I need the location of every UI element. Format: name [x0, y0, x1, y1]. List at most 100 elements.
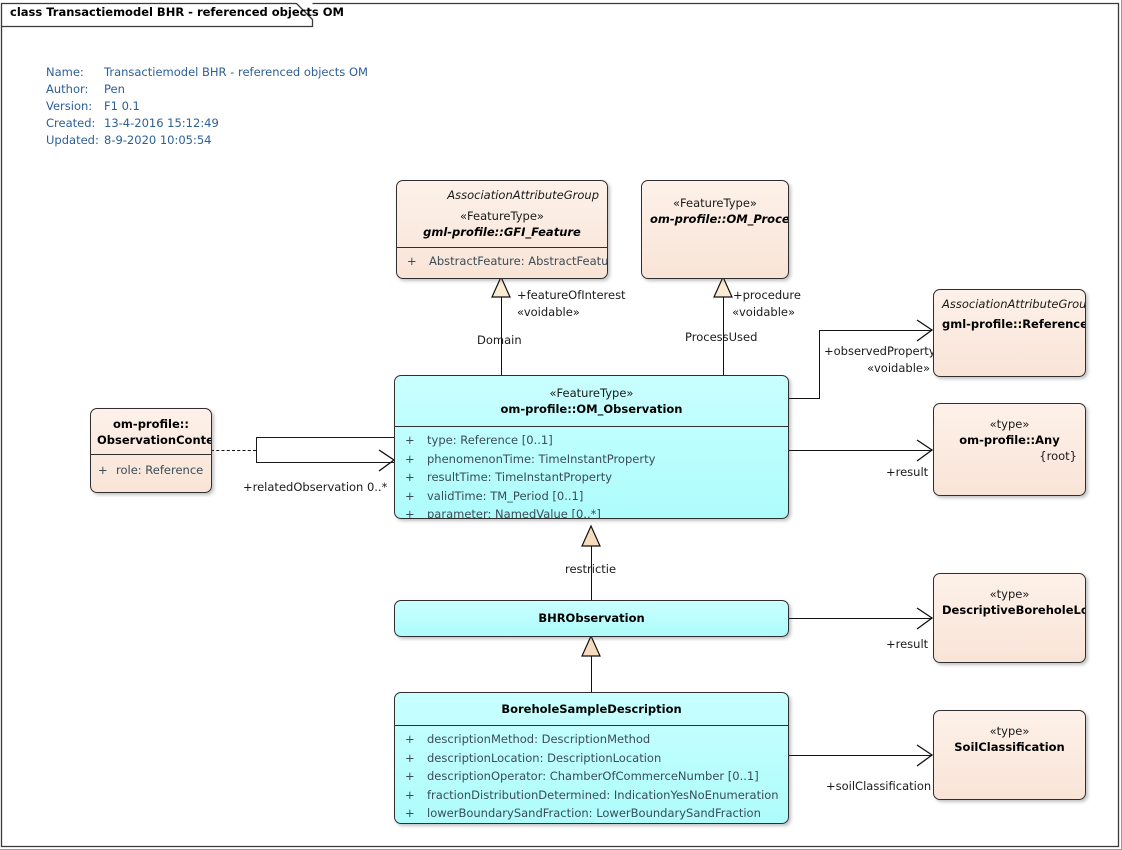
connector-featureofinterest-line — [501, 292, 502, 375]
class-gml-reference-header: AssociationAttributeGroup gml-profile::R… — [934, 290, 1085, 339]
connector-generalization-bsd-line — [591, 637, 592, 692]
attribute-text: type: Reference [0..1] — [427, 433, 553, 447]
attribute-row: + role: Reference — [91, 461, 211, 480]
class-om-observation-name: om-profile::OM_Observation — [500, 402, 683, 416]
label-result-any: +result — [886, 465, 929, 479]
class-om-process-stereotype: «FeatureType» — [673, 196, 757, 210]
attribute-visibility: + — [407, 254, 417, 268]
class-gfi-feature-group: AssociationAttributeGroup — [447, 188, 599, 202]
label-relatedobservation: +relatedObservation 0..* — [243, 480, 388, 494]
connector-observedproperty-h1 — [789, 398, 820, 399]
attribute-visibility: + — [405, 769, 415, 784]
attribute-visibility: + — [405, 451, 415, 466]
meta-row-created: Created:13-4-2016 15:12:49 — [46, 115, 368, 132]
meta-row-author: Author: Pen — [46, 81, 368, 98]
attribute-row: +descriptionLocation: DescriptionLocatio… — [395, 749, 788, 768]
attribute-text: fractionDistributionDetermined: Indicati… — [427, 787, 779, 802]
class-observation-context-attributes: + role: Reference — [91, 455, 211, 485]
label-domain: Domain — [477, 333, 522, 347]
class-om-any-stereotype: «type» — [989, 417, 1030, 431]
attribute-visibility: + — [405, 433, 415, 447]
attribute-visibility: + — [405, 732, 415, 746]
meta-key-name: Name: — [46, 65, 84, 79]
class-descriptive-borehole-log-header: «type» DescriptiveBoreholeLog — [934, 574, 1085, 625]
class-descriptive-borehole-log[interactable]: «type» DescriptiveBoreholeLog — [933, 573, 1086, 663]
class-borehole-sample-description-header: BoreholeSampleDescription — [395, 693, 788, 725]
attribute-text: role: Reference — [116, 463, 204, 477]
class-om-observation-header: «FeatureType» om-profile::OM_Observation — [395, 376, 788, 426]
attribute-row: + type: Reference [0..1] — [395, 431, 788, 450]
diagram-title: class Transactiemodel BHR - referenced o… — [10, 5, 344, 19]
class-soil-classification-stereotype: «type» — [989, 724, 1030, 738]
attribute-row: +resultTime: TimeInstantProperty — [395, 468, 788, 487]
attribute-text: AbstractFeature: AbstractFeature — [429, 254, 608, 268]
meta-key-version: Version: — [46, 99, 93, 113]
class-gfi-feature-attributes: + AbstractFeature: AbstractFeature — [397, 248, 607, 276]
class-gml-reference-name: gml-profile::Reference — [942, 317, 1086, 331]
attribute-row: +descriptionMethod: DescriptionMethod — [395, 730, 788, 749]
connector-procedure-line — [723, 292, 724, 375]
class-om-observation-separator — [395, 426, 788, 427]
class-om-observation-stereotype: «FeatureType» — [549, 386, 634, 400]
class-om-process[interactable]: «FeatureType» om-profile::OM_Process — [641, 180, 789, 279]
class-om-observation[interactable]: «FeatureType» om-profile::OM_Observation… — [394, 375, 789, 519]
label-observedproperty-stereotype: «voidable» — [867, 361, 930, 375]
class-gfi-feature[interactable]: AssociationAttributeGroup «FeatureType» … — [396, 180, 608, 279]
class-borehole-sample-description-name: BoreholeSampleDescription — [501, 702, 682, 716]
attribute-visibility: + — [98, 463, 108, 477]
meta-value-created: 13-4-2016 15:12:49 — [104, 116, 219, 130]
class-om-any-name: om-profile::Any — [959, 433, 1060, 447]
class-soil-classification-name: SoilClassification — [954, 740, 1065, 754]
meta-row-version: Version: F1 0.1 — [46, 98, 368, 115]
attribute-visibility: + — [405, 488, 415, 503]
class-gfi-feature-separator — [397, 247, 607, 248]
attribute-visibility: + — [405, 806, 415, 821]
class-observation-context[interactable]: om-profile:: ObservationContext + role: R… — [90, 408, 212, 493]
connector-result-log-line — [789, 618, 932, 619]
class-bhr-observation-header: BHRObservation — [395, 601, 788, 633]
class-gml-reference-group: AssociationAttributeGroup — [942, 297, 1086, 311]
class-borehole-sample-description[interactable]: BoreholeSampleDescription +descriptionMe… — [394, 692, 789, 824]
attribute-row: + validTime: TM_Period [0..1] — [395, 487, 788, 506]
attribute-text: lowerBoundarySandFraction: LowerBoundary… — [427, 806, 761, 821]
attribute-row: + AbstractFeature: AbstractFeature — [397, 252, 607, 271]
class-om-any-tag: {root} — [1039, 449, 1077, 463]
class-borehole-sample-description-attributes: +descriptionMethod: DescriptionMethod +d… — [395, 726, 788, 823]
label-featureofinterest-stereotype: «voidable» — [517, 305, 580, 319]
class-soil-classification-header: «type» SoilClassification — [934, 711, 1085, 762]
meta-value-version: F1 0.1 — [104, 99, 140, 113]
attribute-row: + phenomenonTime: TimeInstantProperty — [395, 450, 788, 469]
class-soil-classification[interactable]: «type» SoilClassification — [933, 710, 1086, 800]
connector-observedproperty-v — [819, 330, 820, 399]
attribute-text: validTime: TM_Period [0..1] — [427, 488, 584, 503]
class-observation-context-separator — [91, 454, 211, 455]
class-om-process-header: «FeatureType» om-profile::OM_Process — [642, 181, 788, 234]
meta-row-name: Name: Transactiemodel BHR - referenced ob… — [46, 64, 368, 81]
label-procedure-role: +procedure — [733, 288, 801, 302]
attribute-row: + lowerBoundarySandFraction: LowerBoundar… — [395, 804, 788, 823]
class-observation-context-name-line2: ObservationContext — [97, 433, 211, 447]
connector-restrictie-line — [591, 530, 592, 600]
class-bhr-observation[interactable]: BHRObservation — [394, 600, 789, 637]
attribute-visibility: + — [405, 750, 415, 765]
class-gml-reference[interactable]: AssociationAttributeGroup gml-profile::R… — [933, 289, 1086, 377]
attribute-text: parameter: NamedValue [0..*] — [427, 507, 601, 519]
class-bhr-observation-name: BHRObservation — [538, 611, 645, 625]
connector-result-any-line — [789, 450, 932, 451]
attribute-text: phenomenonTime: TimeInstantProperty — [427, 451, 656, 466]
class-observation-context-name-line1: om-profile:: — [113, 417, 189, 431]
class-gfi-feature-name: gml-profile::GFI_Feature — [423, 225, 581, 239]
meta-key-author: Author: — [46, 82, 89, 96]
meta-value-name: Transactiemodel BHR - referenced objects… — [104, 65, 368, 79]
meta-value-author: Pen — [104, 82, 125, 96]
label-procedure-stereotype: «voidable» — [732, 305, 795, 319]
meta-row-updated: Updated:8-9-2020 10:05:54 — [46, 132, 368, 149]
attribute-text: descriptionOperator: ChamberOfCommerceNu… — [427, 769, 759, 784]
label-observedproperty-role: +observedProperty — [824, 344, 936, 358]
attribute-visibility: + — [405, 507, 415, 519]
class-om-any[interactable]: «type» om-profile::Any {root} — [933, 403, 1086, 496]
connector-relatedobservation-dash — [211, 450, 256, 451]
label-soilclassification: +soilClassification — [826, 779, 932, 793]
attribute-row: +fractionDistributionDetermined: Indicat… — [395, 786, 788, 805]
meta-value-updated: 8-9-2020 10:05:54 — [104, 133, 212, 147]
